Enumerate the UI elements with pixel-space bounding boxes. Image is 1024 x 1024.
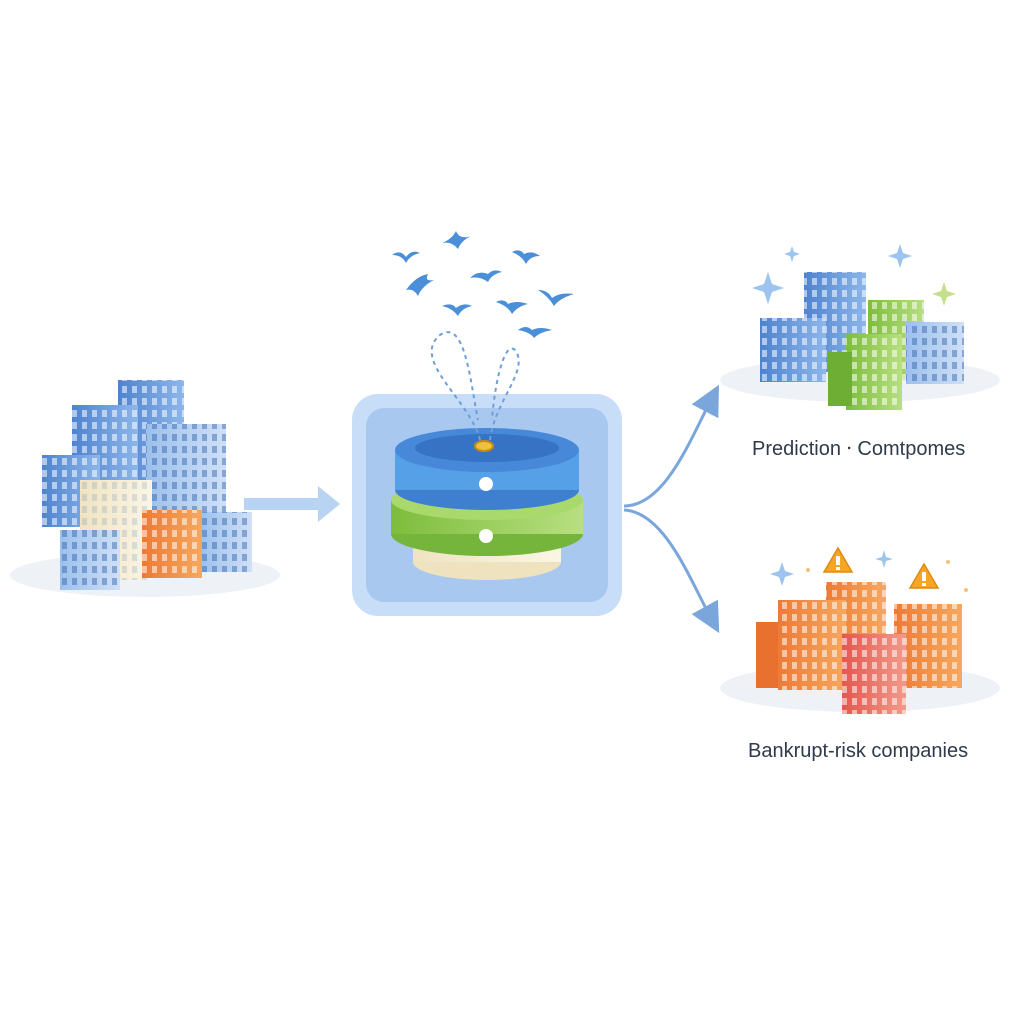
layer-dot: [479, 529, 493, 543]
building: [42, 455, 100, 527]
flying-birds-icon: [392, 231, 574, 338]
model-core-ring: [474, 440, 494, 452]
building: [756, 622, 782, 688]
building: [828, 352, 852, 406]
input-company-buildings: [10, 380, 280, 597]
input-arrow: [244, 486, 340, 522]
prediction-model: [352, 331, 622, 616]
building: [842, 634, 906, 714]
prediction-output-label: Prediction ⸱ Comtpomes: [752, 438, 966, 460]
warning-triangle-icon: [908, 562, 940, 589]
healthy-company-buildings: [720, 272, 1000, 410]
warning-triangle-icon: [822, 546, 854, 573]
layer-dot: [479, 477, 493, 491]
bankrupt-output-label: Bankrupt-risk companies: [748, 740, 969, 762]
building: [60, 530, 120, 590]
building: [846, 334, 902, 410]
sparkle-icon: [932, 282, 956, 306]
bankrupt-risk-buildings: [720, 582, 1000, 714]
building: [200, 512, 252, 572]
building: [142, 510, 202, 578]
building: [906, 322, 964, 384]
building: [778, 600, 846, 690]
sparkle-icon: [752, 244, 912, 304]
output-arrows: [623, 384, 720, 634]
sparkle-icon: [770, 550, 893, 586]
arrow-to-prediction: [623, 384, 719, 508]
building: [760, 318, 826, 382]
arrow-to-bankrupt: [623, 508, 720, 634]
sparkle-icon: [806, 560, 968, 592]
